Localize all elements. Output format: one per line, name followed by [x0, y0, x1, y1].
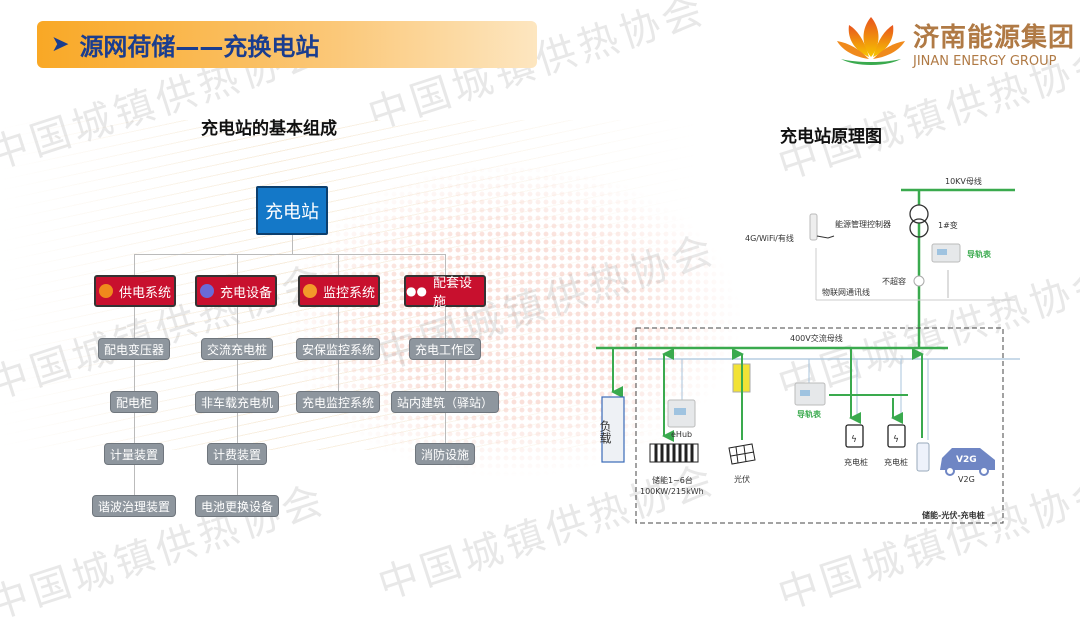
list-item: 配电柜 — [109, 391, 159, 413]
list-item: 谐波治理装置 — [91, 495, 177, 517]
arrow-icon: ➤ — [51, 32, 70, 57]
meter-label: 导轨表 — [797, 409, 822, 419]
ehub-label: eHub — [671, 430, 692, 439]
controller-label: 能源管理控制器 — [835, 219, 891, 229]
category-facilities: ●● 配套设施 — [404, 275, 486, 310]
logo-name-cn: 济南能源集团 — [913, 23, 1076, 53]
schematic-title: 充电站原理图 — [780, 127, 882, 147]
logo-name-en: JINAN ENERGY GROUP — [913, 54, 1057, 69]
svg-text:ϟ: ϟ — [893, 435, 899, 445]
category-charging-equipment: 充电设备 — [195, 275, 277, 307]
iot-line-label: 物联网通讯线 — [822, 287, 870, 297]
bulb-icon — [302, 284, 317, 298]
meter-label: 导轨表 — [967, 249, 992, 259]
company-logo: 济南能源集团 JINAN ENERGY GROUP — [835, 15, 1075, 71]
svg-text:ϟ: ϟ — [851, 435, 857, 445]
list-item: 计量装置 — [103, 443, 165, 465]
controller-icon — [809, 213, 818, 241]
list-item: 计费装置 — [206, 443, 268, 465]
list-item: 充电监控系统 — [295, 391, 381, 413]
category-power-supply: 供电系统 — [94, 275, 176, 307]
list-item: 充电工作区 — [408, 338, 482, 360]
comm-label: 4G/WiFi/有线 — [745, 233, 794, 243]
car-label: V2G — [956, 455, 977, 465]
v2g-pile-icon — [916, 442, 930, 472]
transformer-icon — [909, 204, 929, 224]
list-item: 站内建筑（驿站） — [390, 391, 500, 413]
v2g-car-icon: V2G — [940, 448, 995, 476]
list-item: 消防设施 — [414, 443, 476, 465]
charging-station-root: 充电站 — [256, 186, 328, 235]
charging-pile-icon: ϟ — [887, 424, 906, 448]
battery-storage-icon — [649, 443, 699, 463]
bus-10kv-label: 10KV母线 — [945, 176, 982, 186]
list-item: 配电变压器 — [97, 338, 171, 360]
pv-label: 光伏 — [734, 474, 750, 484]
no-overcap-label: 不超容 — [882, 276, 906, 286]
charging-pile-label: 充电桩 — [844, 457, 868, 467]
list-item: 非车载充电机 — [194, 391, 280, 413]
list-item: 电池更换设备 — [194, 495, 280, 517]
v2g-label: V2G — [958, 475, 975, 484]
transformer-label: 1#变 — [938, 220, 958, 230]
category-label: 供电系统 — [118, 285, 171, 301]
people-icon: ●● — [406, 284, 427, 298]
lotus-logo-icon — [837, 17, 905, 65]
station-schematic: 10KV母线 1#变 导轨表 不超容 物联网通讯线 能源管理控制器 4G/WiF… — [596, 176, 1020, 524]
thermometer-icon — [199, 284, 214, 298]
list-item: 安保监控系统 — [295, 338, 381, 360]
category-label: 充电设备 — [219, 285, 272, 301]
page-title: 源网荷储——充换电站 — [79, 33, 320, 61]
box-label: 储能-光伏-充电桩 — [921, 510, 985, 520]
load-label: 负载 — [598, 420, 612, 445]
composition-title: 充电站的基本组成 — [201, 119, 337, 139]
solar-panel-icon — [728, 443, 756, 465]
title-banner: ➤ 源网荷储——充换电站 — [37, 21, 537, 68]
limit-icon — [913, 275, 925, 287]
list-item: 交流充电桩 — [200, 338, 274, 360]
storage-pv-charging-box — [635, 327, 1004, 524]
charging-pile-icon: ϟ — [845, 424, 864, 448]
category-label: 配套设施 — [432, 276, 472, 310]
category-label: 监控系统 — [322, 285, 375, 301]
plug-icon — [98, 284, 113, 298]
storage-label: 储能1~6台 — [652, 475, 693, 485]
bus-400v-label: 400V交流母线 — [790, 333, 843, 343]
storage-capacity-label: 100KW/215kWh — [640, 487, 704, 496]
load-box — [601, 396, 625, 463]
category-monitoring: 监控系统 — [298, 275, 380, 307]
charging-pile-label: 充电桩 — [884, 457, 908, 467]
